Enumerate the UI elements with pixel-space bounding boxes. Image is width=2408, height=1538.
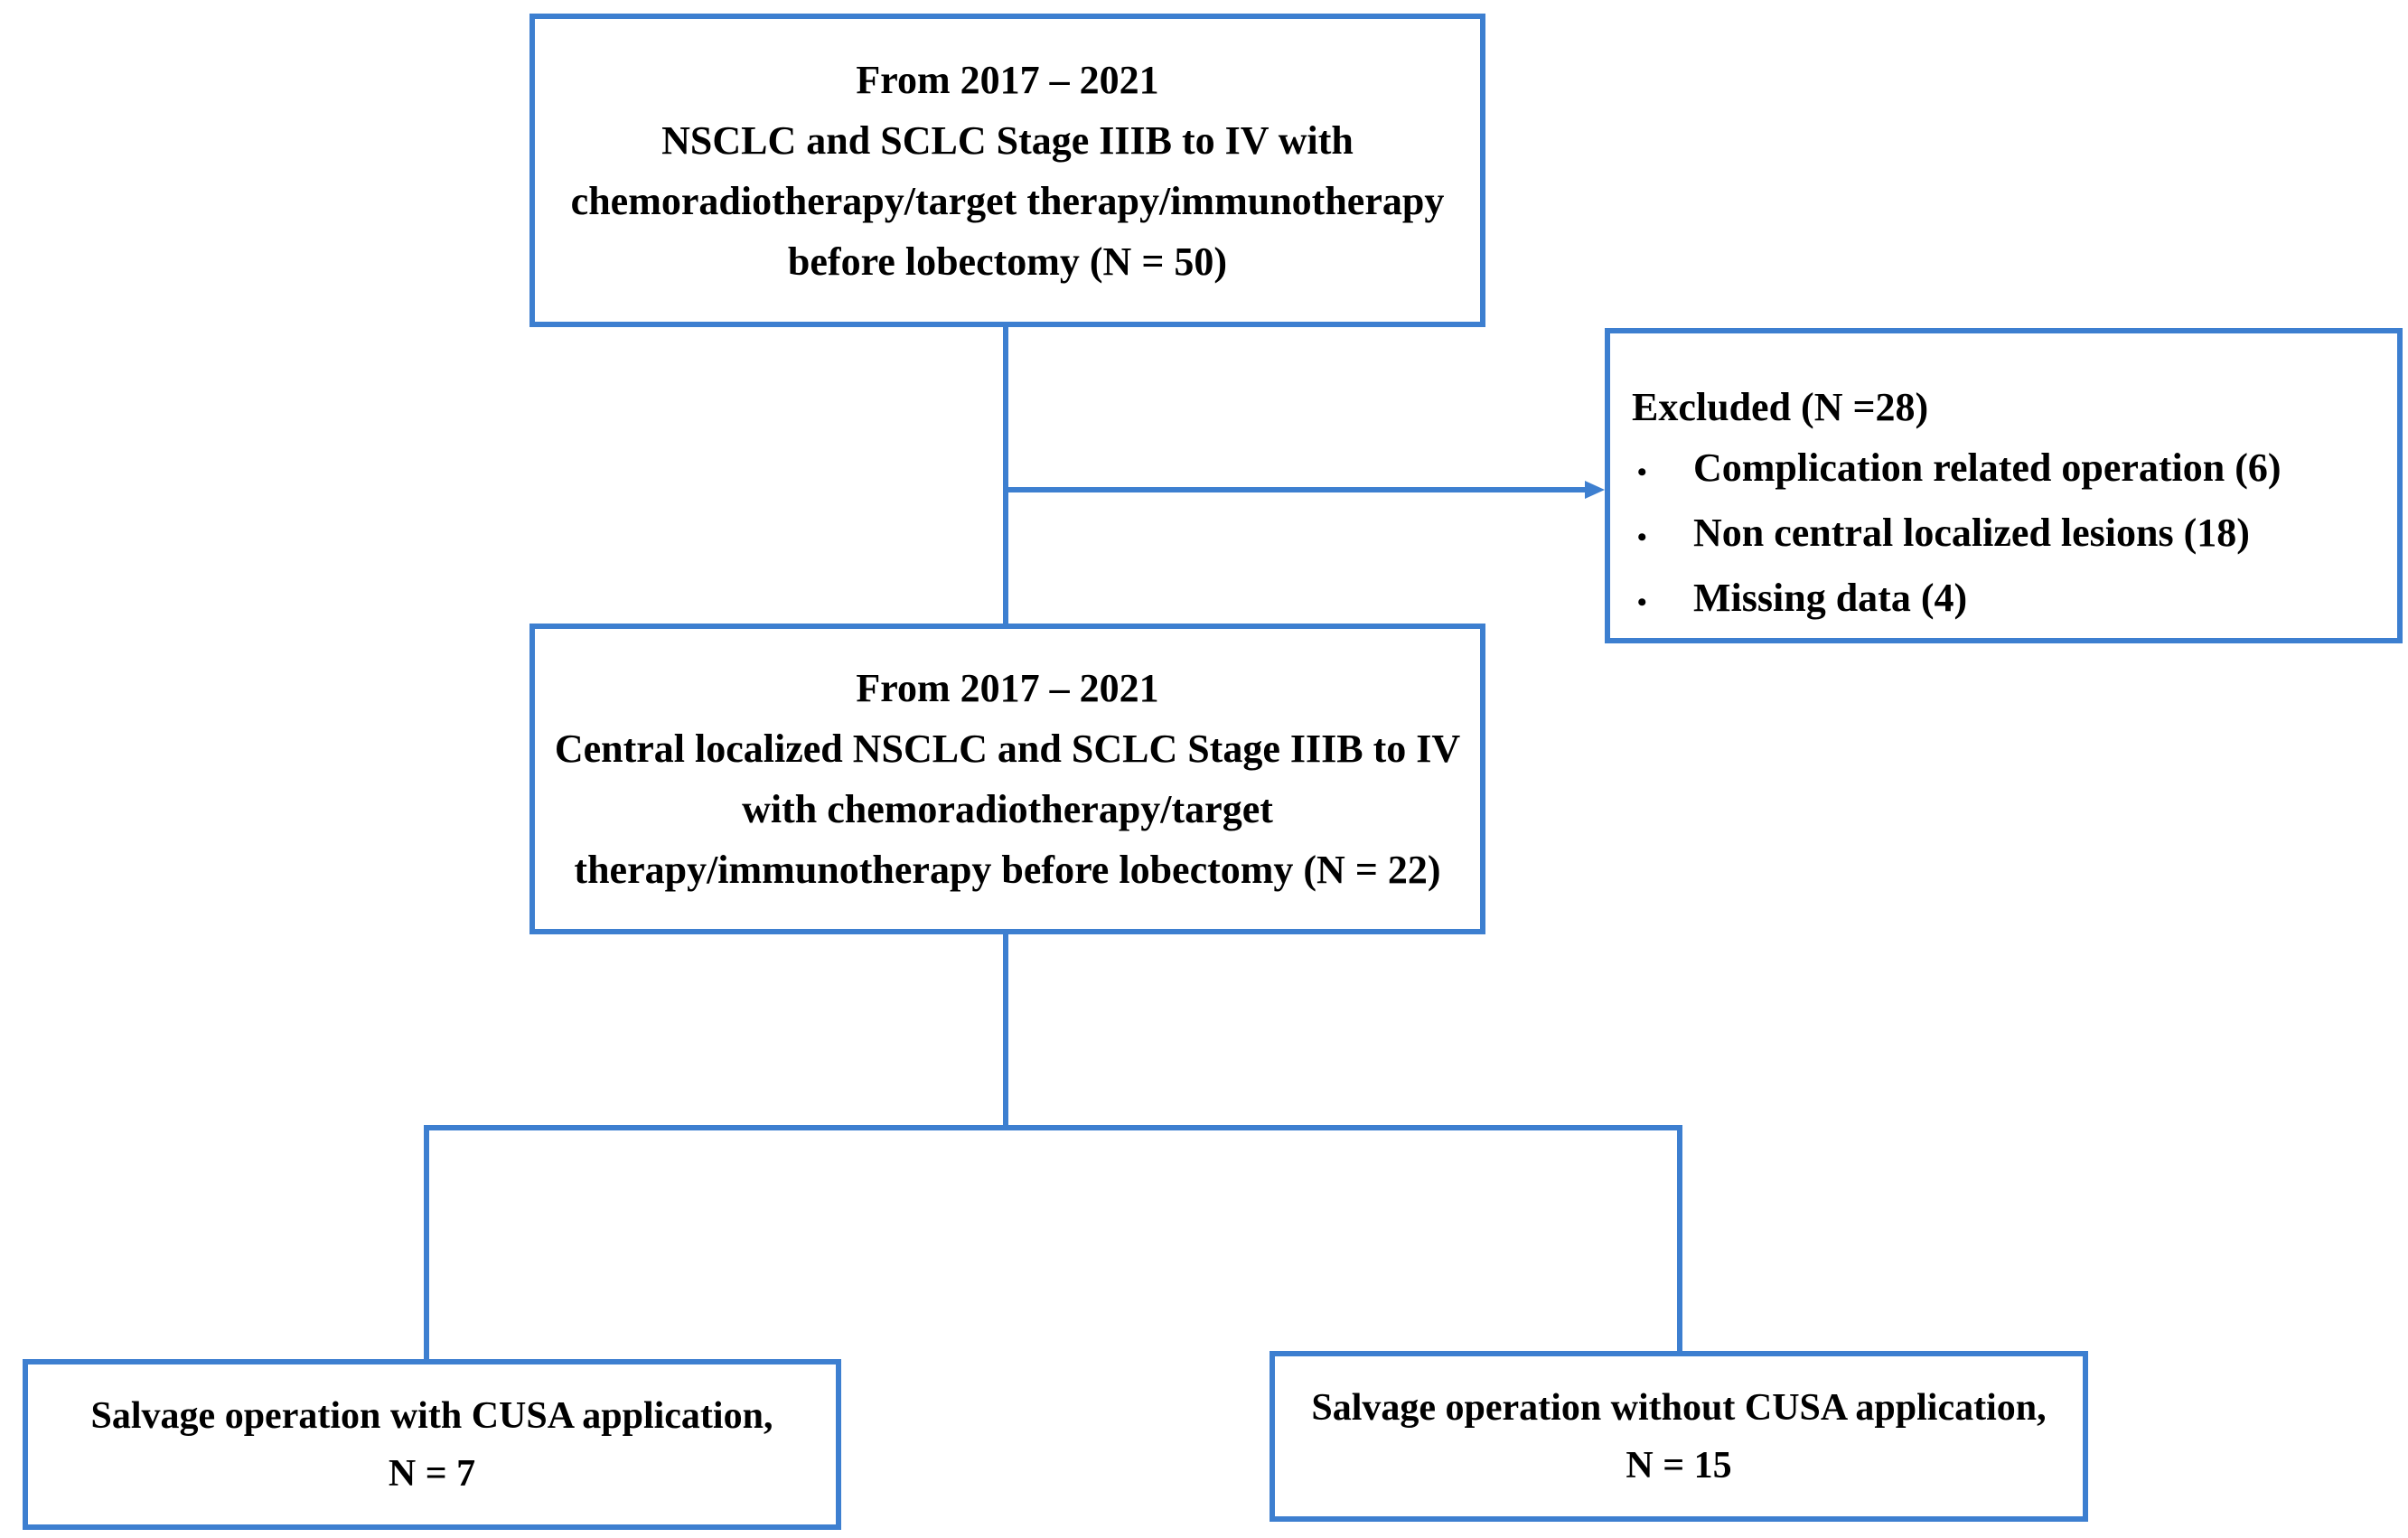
included-cohort-period: From 2017 – 2021: [856, 666, 1159, 710]
initial-cohort-treatment: chemoradiotherapy/target therapy/immunot…: [570, 178, 1445, 223]
bullet-icon: •: [1637, 522, 1647, 552]
bullet-icon: •: [1637, 457, 1647, 487]
excluded-item: • Complication related operation (6): [1632, 437, 2397, 502]
initial-cohort-box: From 2017 – 2021 NSCLC and SCLC Stage II…: [529, 14, 1485, 327]
excluded-item: • Missing data (4): [1632, 567, 2397, 633]
included-cohort-treatment: with chemoradiotherapy/target: [742, 787, 1273, 831]
excluded-item-label: Non central localized lesions (18): [1693, 511, 2250, 555]
cusa-group-box: Salvage operation with CUSA application,…: [23, 1359, 841, 1530]
included-cohort-box: From 2017 – 2021 Central localized NSCLC…: [529, 624, 1485, 934]
initial-cohort-count: before lobectomy (N = 50): [787, 239, 1228, 284]
initial-cohort-criteria: NSCLC and SCLC Stage IIIB to IV with: [661, 117, 1354, 163]
cusa-group-count: N = 7: [388, 1452, 476, 1495]
non-cusa-group-count: N = 15: [1626, 1444, 1732, 1486]
non-cusa-group-label: Salvage operation without CUSA applicati…: [1311, 1386, 2047, 1429]
excluded-item: • Non central localized lesions (18): [1632, 502, 2397, 567]
arrowhead-to-excluded: [1585, 481, 1605, 499]
excluded-title: Excluded (N =28): [1632, 385, 1929, 429]
initial-cohort-period: From 2017 – 2021: [856, 57, 1159, 102]
non-cusa-group-box: Salvage operation without CUSA applicati…: [1270, 1351, 2088, 1522]
excluded-list: • Complication related operation (6) • N…: [1632, 437, 2397, 633]
included-cohort-count: therapy/immunotherapy before lobectomy (…: [574, 848, 1441, 892]
excluded-item-label: Missing data (4): [1693, 576, 1968, 620]
excluded-item-label: Complication related operation (6): [1693, 445, 2282, 490]
included-cohort-criteria: Central localized NSCLC and SCLC Stage I…: [554, 727, 1461, 771]
bullet-icon: •: [1637, 587, 1647, 617]
excluded-box: Excluded (N =28) • Complication related …: [1605, 328, 2403, 643]
cusa-group-label: Salvage operation with CUSA application,: [90, 1394, 773, 1437]
